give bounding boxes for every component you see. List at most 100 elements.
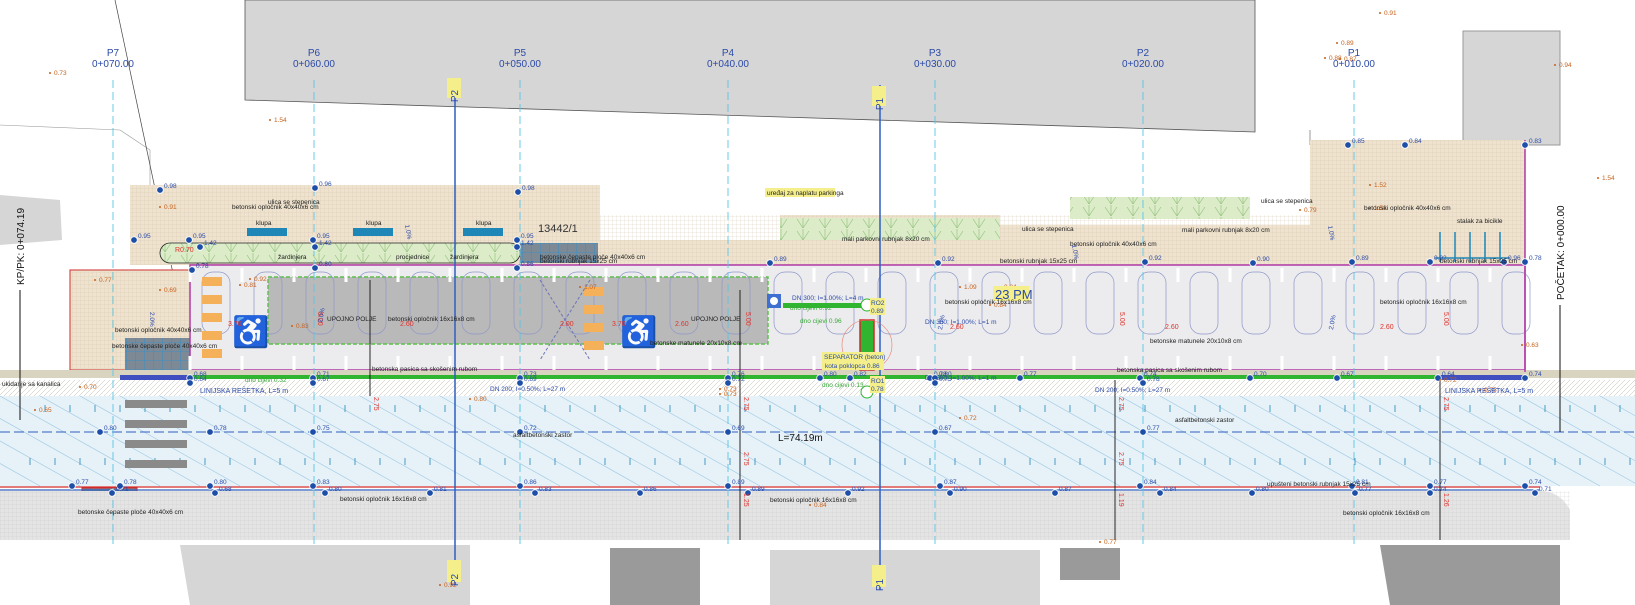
elevation-value: 0.78 [214, 425, 227, 432]
section-label-p1-bottom[interactable]: P1 [875, 578, 886, 591]
survey-point-icon [846, 374, 854, 382]
section-label-p2-top[interactable]: P2 [450, 89, 461, 102]
survey-point-icon [1139, 379, 1147, 387]
building-top-right [1462, 30, 1561, 146]
car-outline [1449, 271, 1479, 335]
survey-point-icon [311, 243, 319, 251]
spot-height: 0.77 [99, 277, 112, 284]
car-outline [617, 271, 647, 335]
car-outline [513, 271, 543, 335]
survey-point-icon [1426, 489, 1434, 497]
survey-point-icon [1333, 374, 1341, 382]
dim-stall-length: 5.00 [744, 312, 751, 326]
dim-radius: R0.70 [175, 247, 194, 254]
survey-point-icon [1426, 258, 1434, 266]
label-ro1-value: 0.78 [871, 386, 884, 393]
slope: 1.0% [403, 224, 413, 240]
slope: 1.0% [1326, 225, 1336, 241]
car-outline [253, 271, 283, 335]
elevation-value: 0.90 [954, 486, 967, 493]
dim-lane: 2.75 [372, 397, 379, 411]
car-outline [357, 271, 387, 335]
elevation-value: 0.96 [319, 181, 332, 188]
survey-point-icon [309, 482, 317, 490]
elevation-value: 0.96 [1508, 255, 1521, 262]
elevation-value: 0.83 [539, 486, 552, 493]
elevation-value: 0.81 [1356, 479, 1369, 486]
elevation-value: 0.64 [1442, 371, 1455, 378]
label-pipe-300-4: DN 300; I=1.00%; L=4 m [792, 295, 864, 302]
elevation-value: 0.84 [1144, 479, 1157, 486]
beveled-strip [0, 370, 1635, 378]
elevation-value: 0.75 [317, 425, 330, 432]
label-separator-lid: kota poklopca 0.86 [825, 363, 880, 370]
spot-height: 0.75 [1484, 387, 1497, 394]
elevation-value: 1.42 [319, 240, 332, 247]
spot-height: 1.58 [1374, 205, 1387, 212]
survey-point-icon [1521, 141, 1529, 149]
station-name: P5 [514, 48, 527, 59]
dim-walk: 1.19 [1117, 493, 1124, 507]
survey-point-icon [1401, 141, 1409, 149]
survey-point-icon [211, 489, 219, 497]
survey-point-icon [108, 489, 116, 497]
spot-height: 0.72 [964, 415, 977, 422]
label-asphalt: asfaltbetonski zastor [513, 432, 573, 439]
spot-height: 0.91 [1384, 10, 1397, 17]
survey-point-icon [931, 428, 939, 436]
station-chainage: 0+050.00 [499, 59, 541, 70]
elevation-value: 0.82 [854, 371, 867, 378]
spot-height: 0.92 [444, 582, 457, 589]
car-outline [305, 271, 335, 335]
road-length: L=74.19m [778, 433, 823, 444]
bench [353, 228, 393, 236]
elevation-value: 1.42 [204, 240, 217, 247]
spot-height: 0.87 [1344, 56, 1357, 63]
survey-point-icon [934, 259, 942, 267]
label-permeable: procjednice [396, 254, 430, 261]
station-chainage: 0+070.00 [92, 59, 134, 70]
elevation-value: 0.80 [104, 425, 117, 432]
crosswalk-parking [202, 277, 604, 358]
label-paving-40: betonski opločnik 40x40x6 cm [232, 204, 319, 211]
dim-stall-length: 5.00 [316, 312, 323, 326]
elevation-value: 0.69 [732, 425, 745, 432]
elevation-value: 0.74 [1529, 479, 1542, 486]
elevation-value: 0.77 [1147, 425, 1160, 432]
survey-point-icon [936, 482, 944, 490]
label-bike-rack: stalak za bicikle [1457, 218, 1503, 225]
survey-point-icon [1139, 428, 1147, 436]
elevation-value: 0.72 [524, 425, 537, 432]
spot-height: 1.52 [1374, 182, 1387, 189]
spot-height: 0.73 [724, 386, 737, 393]
elevation-value: 0.83 [317, 479, 330, 486]
elevation-value: 0.64 [194, 376, 207, 383]
station-chainage: 0+020.00 [1122, 59, 1164, 70]
spot-height: 1.54 [274, 117, 287, 124]
section-label-p2-bottom[interactable]: P2 [450, 573, 461, 586]
spot-height: 0.84 [814, 502, 827, 509]
elevation-value: 0.71 [317, 371, 330, 378]
section-label-p1-top[interactable]: P1 [875, 97, 886, 110]
label-asphalt: asfaltbetonski zastor [1175, 417, 1235, 424]
label-pipe-bottom: dno cijevi 0.96 [800, 318, 842, 325]
station-name: P7 [107, 48, 120, 59]
survey-point-icon [196, 243, 204, 251]
label-curb-15: betonski rubnjak 15x25 cm [540, 258, 617, 265]
survey-point-icon [116, 482, 124, 490]
car-outline [1345, 271, 1375, 335]
label-soak-field: UPOJNO POLJE [691, 316, 741, 323]
car-outline [669, 271, 699, 335]
disabled-parking-icon: ♿ [232, 314, 269, 349]
elevation-value: 0.71 [116, 486, 129, 493]
survey-point-icon [816, 374, 824, 382]
label-separator: SEPARATOR (beton) [824, 354, 885, 361]
survey-point-icon [514, 188, 522, 196]
spot-height: 0.81 [244, 282, 257, 289]
elevation-value: 0.87 [1059, 486, 1072, 493]
label-paving-16: betonski opločnik 16x16x8 cm [1380, 299, 1467, 306]
survey-point-icon [1521, 482, 1529, 490]
bike-rack [1435, 232, 1510, 262]
elevation-value: 0.84 [1164, 486, 1177, 493]
survey-point-icon [1531, 489, 1539, 497]
